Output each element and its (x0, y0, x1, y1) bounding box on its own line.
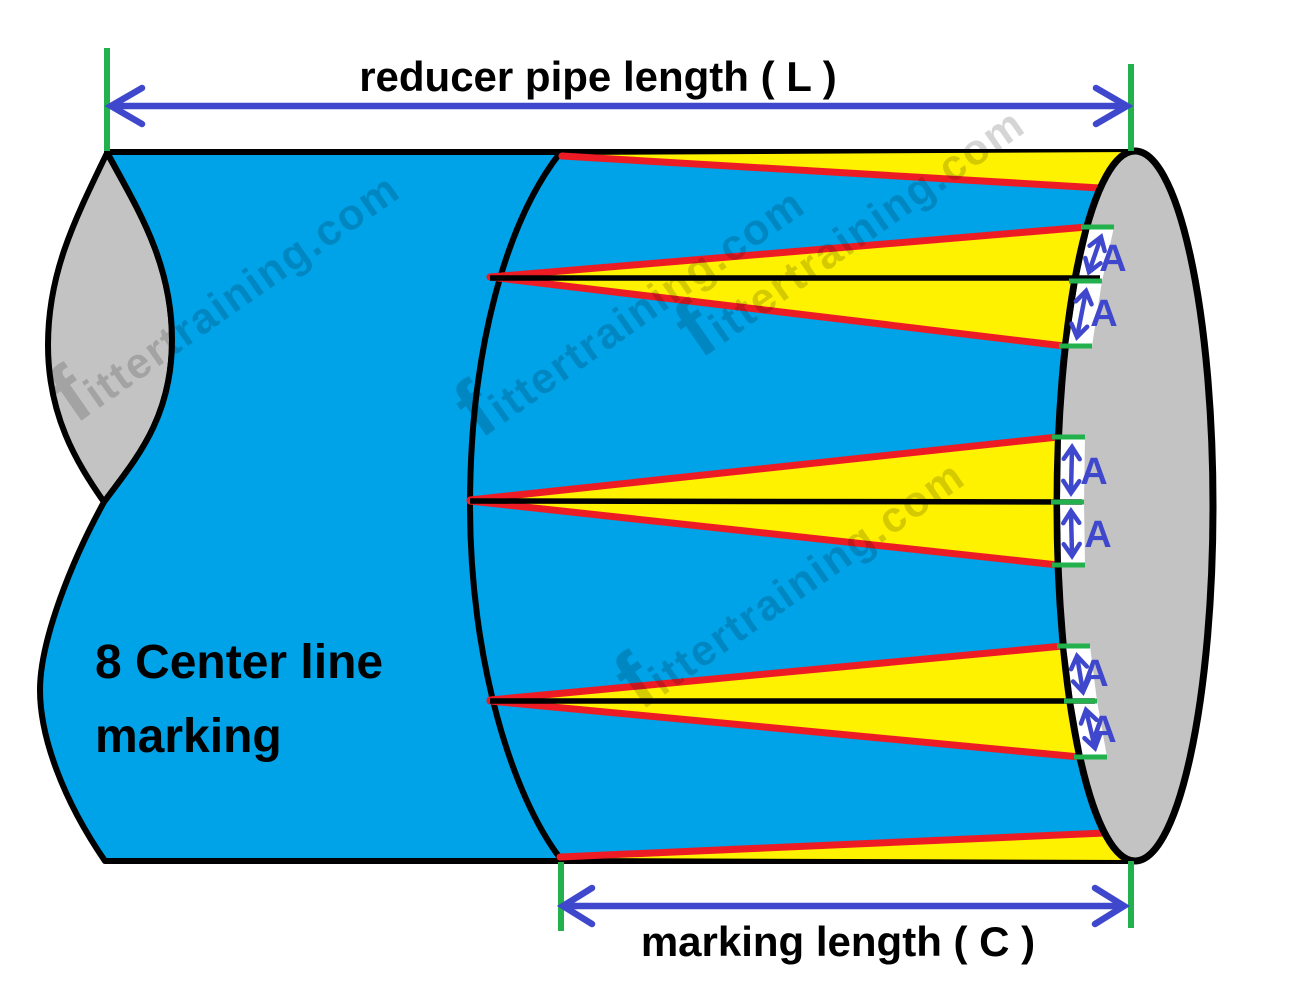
a-arrow-u2 (1069, 287, 1094, 341)
dimension-extension-lines (104, 48, 1134, 931)
red-line-middle-a (466, 433, 1062, 504)
a-label-2: A (1090, 293, 1117, 335)
red-line-upper-a (486, 223, 1091, 281)
caption-line-2: marking (95, 710, 282, 763)
red-line-upper-b (486, 273, 1068, 350)
length-arrow-L (104, 84, 1134, 128)
edge-ticks (1051, 224, 1114, 760)
center-lines (469, 275, 1100, 704)
a-arrow-l2 (1078, 706, 1103, 752)
pipe-end-face (1053, 147, 1217, 865)
red-line-bottom (556, 829, 1109, 861)
l-arrow-head-left (104, 84, 146, 128)
red-line-lower-b (486, 697, 1084, 761)
a-label-6: A (1089, 709, 1116, 751)
c-arrow-head-left (556, 884, 596, 928)
red-line-middle-b (466, 497, 1062, 569)
a-dimension-arrows (1061, 233, 1107, 752)
red-marking-lines (466, 152, 1109, 861)
bottom-dimension-title: marking length ( C ) (641, 918, 1035, 965)
a-label-5: A (1081, 653, 1108, 695)
top-dimension-title: reducer pipe length ( L ) (359, 53, 837, 100)
a-arrow-m1 (1061, 442, 1082, 498)
red-line-lower-a (486, 642, 1067, 704)
a-label-4: A (1084, 514, 1111, 556)
a-dimension-labels: A A A A A A (1080, 238, 1126, 751)
red-line-top (558, 152, 1104, 192)
c-arrow-head-right (1091, 884, 1131, 928)
l-arrow-head-right (1092, 84, 1134, 128)
a-arrow-l1 (1068, 651, 1092, 697)
marking-start-curve (466, 151, 563, 860)
wedge-upper (490, 228, 1087, 346)
a-label-3: A (1080, 451, 1107, 493)
center-line-middle (469, 498, 1083, 505)
caption-line-1: 8 Center line (95, 636, 383, 689)
a-arrow-u1 (1083, 233, 1107, 276)
a-label-1: A (1099, 238, 1126, 280)
length-arrow-C (556, 884, 1131, 928)
a-arrow-m2 (1061, 506, 1082, 561)
